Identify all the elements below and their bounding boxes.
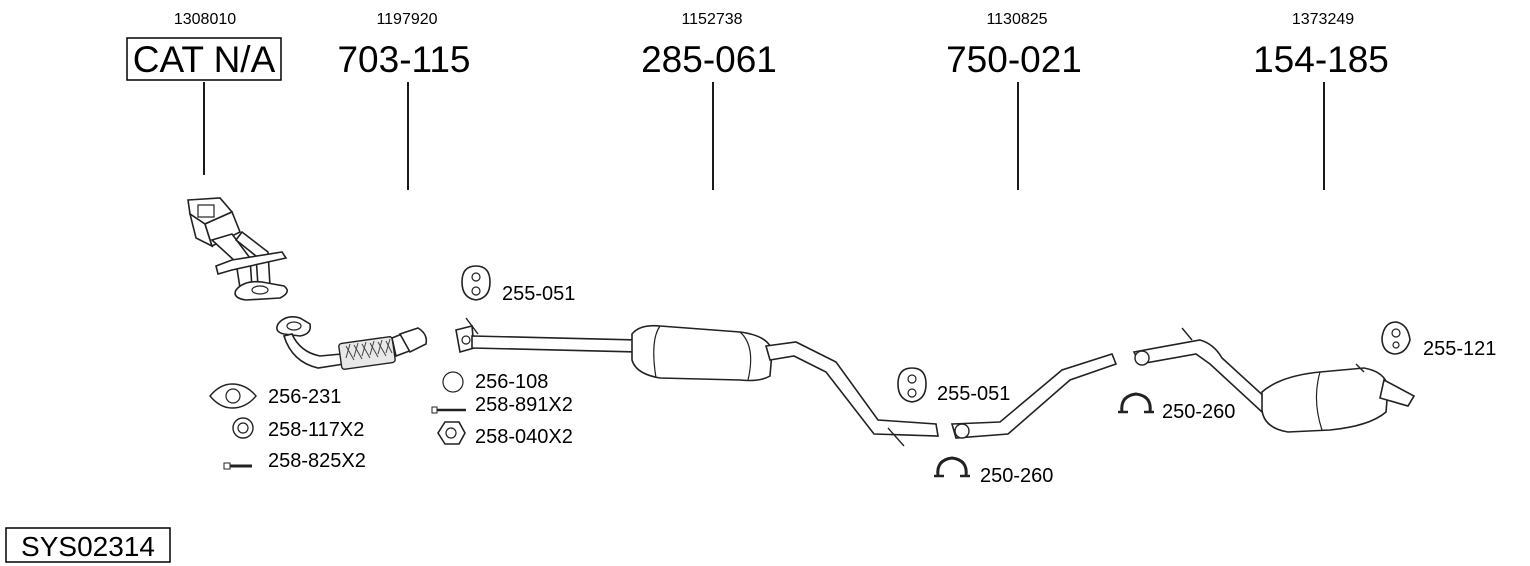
- front-pipe-drawing: [276, 316, 428, 370]
- accessory-label: 258-040X2: [475, 426, 573, 448]
- accessory-clamp-250-260-a: 250-260: [934, 456, 1053, 487]
- centre-silencer-drawing: [455, 317, 939, 447]
- column-centre-silencer: 1152738 285-061: [641, 11, 777, 190]
- column-front-pipe: 1197920 703-115: [337, 11, 471, 190]
- ref-number: 1197920: [376, 11, 437, 28]
- accessory-gasket-256-231: 256-231: [209, 383, 341, 409]
- rubber-hanger-icon: [897, 367, 927, 403]
- system-code-label: SYS02314: [21, 531, 155, 562]
- system-code: SYS02314: [5, 527, 171, 563]
- accessory-label: 255-121: [1423, 338, 1496, 360]
- accessory-bolt-258-891: 258-891X2: [431, 394, 573, 416]
- accessory-ring-258-117: 258-117X2: [232, 417, 364, 441]
- catalytic-converter-drawing: [187, 197, 288, 301]
- ref-number: 1308010: [174, 11, 236, 28]
- accessory-hanger-255-051-a: 255-051: [461, 265, 575, 305]
- system-code-box: [5, 527, 171, 563]
- accessory-hanger-255-121: 255-121: [1381, 321, 1496, 360]
- accessory-ring-256-108: 256-108: [442, 371, 548, 393]
- accessory-nut-258-040: 258-040X2: [437, 421, 573, 448]
- ref-number: 1152738: [681, 11, 742, 28]
- part-number: 750-021: [946, 39, 1082, 80]
- part-number: 703-115: [337, 39, 470, 80]
- part-number: 285-061: [641, 39, 777, 80]
- rear-silencer-drawing: [1132, 327, 1416, 433]
- part-number: CAT N/A: [133, 39, 276, 80]
- clamp-icon: [1120, 392, 1152, 413]
- ring-icon: [442, 371, 464, 393]
- ref-number: 1130825: [986, 11, 1047, 28]
- accessory-label: 250-260: [980, 465, 1053, 487]
- part-number: 154-185: [1253, 39, 1389, 80]
- rubber-hanger-icon: [1381, 321, 1411, 355]
- accessory-label: 256-108: [475, 371, 548, 393]
- ref-number: 1373249: [1292, 11, 1354, 28]
- rubber-hanger-icon: [461, 265, 491, 301]
- accessory-label: 255-051: [502, 283, 575, 305]
- column-catalytic: 1308010 CAT N/A: [126, 11, 282, 175]
- accessory-label: 258-891X2: [475, 394, 573, 416]
- column-intermediate-pipe: 1130825 750-021: [946, 11, 1082, 190]
- accessory-label: 250-260: [1162, 401, 1235, 423]
- clamp-icon: [936, 456, 968, 477]
- accessory-hanger-255-051-b: 255-051: [897, 367, 1010, 405]
- accessory-label: 258-117X2: [268, 419, 364, 441]
- not-available-box: [126, 37, 282, 81]
- accessory-label: 255-051: [937, 383, 1010, 405]
- accessory-clamp-250-260-b: 250-260: [1118, 392, 1235, 423]
- accessory-label: 256-231: [268, 386, 341, 408]
- accessory-label: 258-825X2: [268, 450, 366, 472]
- accessory-bolt-258-825: 258-825X2: [223, 450, 366, 472]
- column-rear-silencer: 1373249 154-185: [1253, 11, 1389, 190]
- intermediate-pipe-drawing: [950, 353, 1118, 439]
